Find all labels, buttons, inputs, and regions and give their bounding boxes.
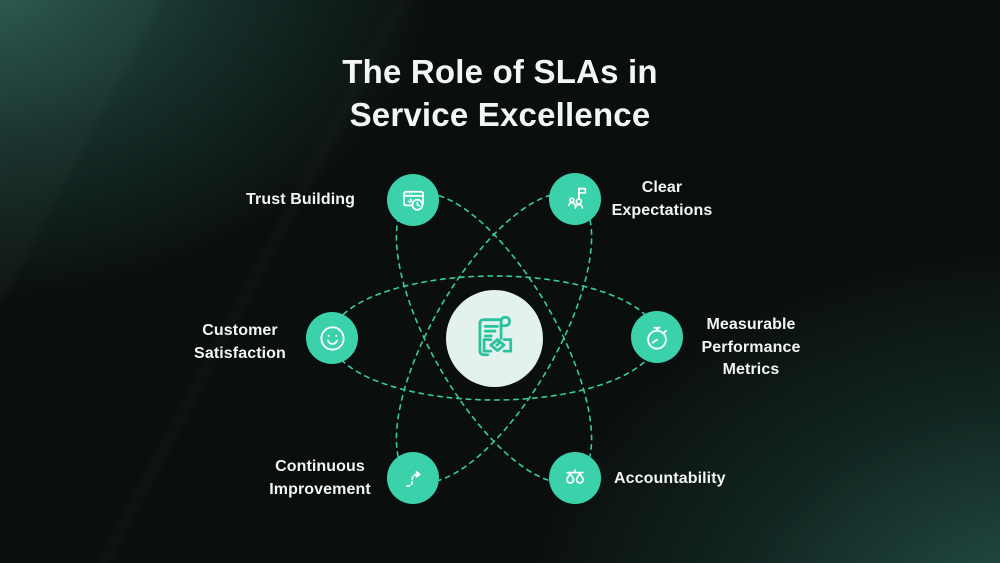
smiley-face-icon (316, 322, 349, 355)
title-line-1: The Role of SLAs in (342, 53, 658, 90)
node-measurable-performance-metrics (631, 311, 683, 363)
team-flag-icon (560, 184, 591, 215)
node-trust-building (387, 174, 439, 226)
center-hub-circle (446, 290, 543, 387)
node-customer-satisfaction (306, 312, 358, 364)
window-clock-icon (398, 185, 429, 216)
sla-document-handshake-icon (466, 307, 524, 370)
node-continuous-improvement (387, 452, 439, 504)
node-accountability (549, 452, 601, 504)
node-clear-expectations (549, 173, 601, 225)
label-measurable-performance-metrics: Measurable Performance Metrics (701, 316, 801, 378)
curved-dashed-arrow-icon (398, 463, 429, 494)
stopwatch-icon (641, 321, 673, 353)
label-clear-expectations: Clear Expectations (611, 179, 713, 219)
label-trust-building: Trust Building (246, 191, 355, 208)
page-title: The Role of SLAs in Service Excellence (0, 50, 1000, 136)
label-customer-satisfaction: Customer Satisfaction (194, 322, 286, 362)
label-accountability: Accountability (614, 470, 726, 487)
balance-scale-icon (559, 462, 591, 494)
label-continuous-improvement: Continuous Improvement (269, 458, 371, 498)
title-line-2: Service Excellence (349, 96, 651, 133)
